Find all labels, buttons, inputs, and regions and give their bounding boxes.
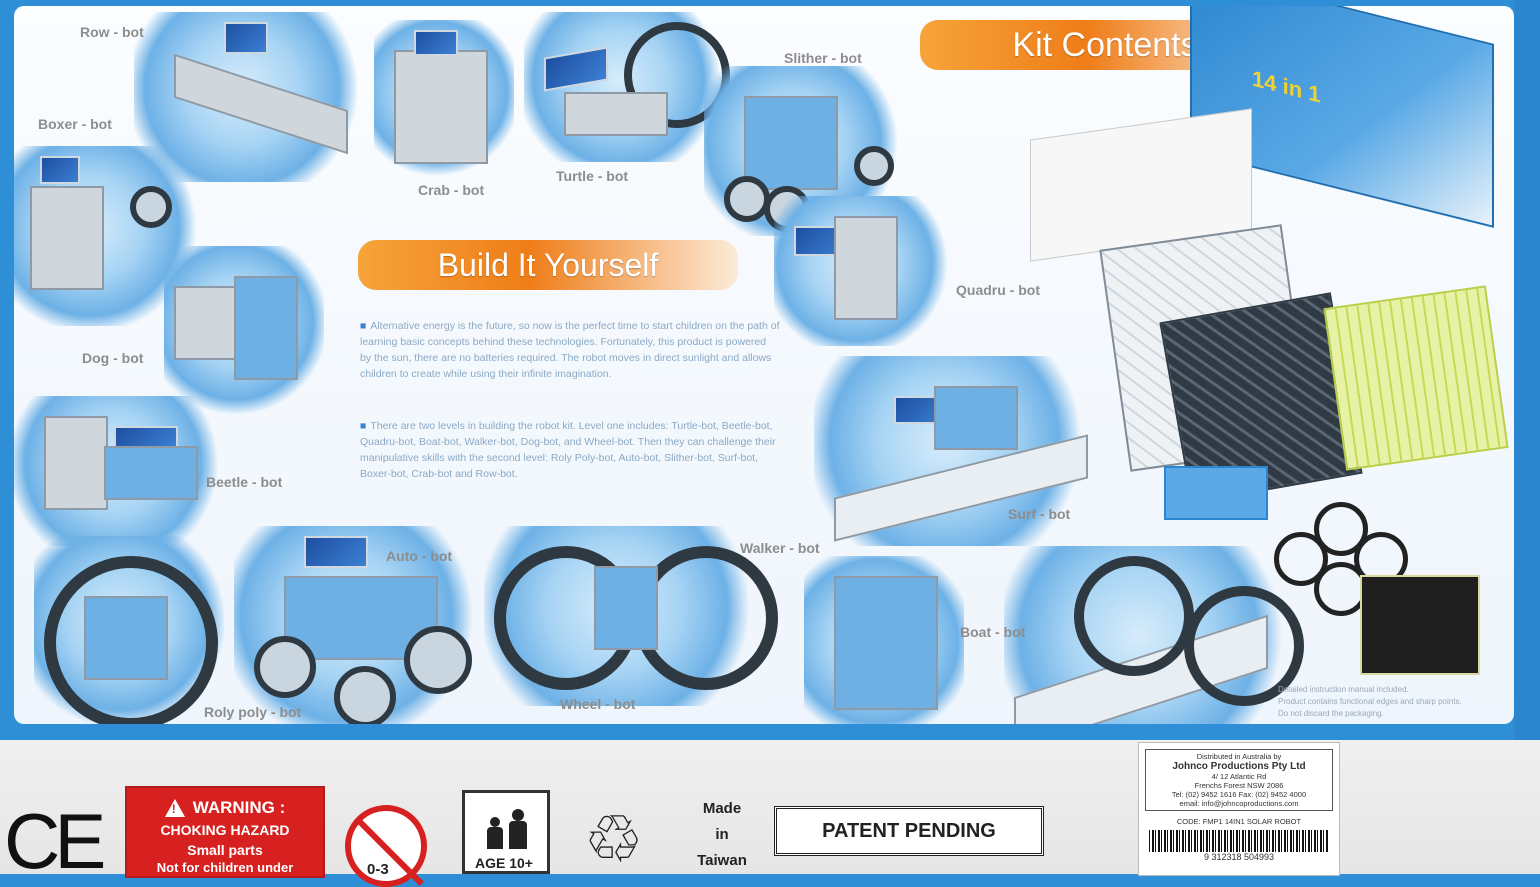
auto-bot-image: [234, 526, 484, 724]
made-in-taiwan: Made in Taiwan: [697, 800, 747, 869]
bot-label-dog: Dog - bot: [82, 350, 144, 366]
description-paragraph-1: ■Alternative energy is the future, so no…: [360, 320, 780, 380]
slither-bot-image: [704, 66, 904, 236]
choking-hazard-warning: WARNING : CHOKING HAZARD Small parts Not…: [125, 786, 325, 878]
fine-print: Detailed instruction manual included. Pr…: [1278, 685, 1462, 718]
bot-label-quadru: Quadru - bot: [956, 282, 1040, 298]
parts-sprue-green: [1323, 285, 1509, 471]
quadru-bot-image: [774, 196, 954, 346]
description-paragraph-2: ■There are two levels in building the ro…: [360, 420, 776, 480]
bot-label-walker: Walker - bot: [740, 540, 820, 556]
bot-label-crab: Crab - bot: [418, 182, 485, 198]
not-for-ages-0-3-icon: 0-3: [345, 805, 427, 887]
bullet-icon: ■: [360, 320, 367, 332]
warning-triangle-icon: [164, 799, 185, 817]
beetle-bot-image: [14, 396, 234, 546]
barcode: [1149, 830, 1329, 852]
crab-bot-image: [374, 20, 514, 180]
walker-bot-image: [804, 556, 964, 724]
bullet-icon: ■: [360, 420, 367, 432]
bot-label-beetle: Beetle - bot: [206, 474, 283, 490]
bot-label-wheel: Wheel - bot: [560, 696, 636, 712]
bot-label-auto: Auto - bot: [386, 548, 453, 564]
solar-panel-image: [1164, 466, 1268, 520]
recycle-icon: ♲: [584, 802, 644, 876]
circuit-board-image: [1360, 575, 1480, 675]
boat-bot-image: [1004, 546, 1304, 724]
turtle-bot-image: [524, 12, 734, 162]
build-it-yourself-heading: Build It Yourself: [358, 240, 738, 290]
tire-ring-icon: [1314, 502, 1368, 556]
age-10-plus-icon: AGE 10+: [462, 790, 550, 874]
tire-ring-icon: [1274, 532, 1328, 586]
blue-box-edge: [1514, 0, 1540, 874]
main-panel: Row - bot Boxer - bot Crab - bot Turtle …: [14, 6, 1514, 724]
bot-label-turtle: Turtle - bot: [556, 168, 629, 184]
bot-label-row: Row - bot: [80, 24, 144, 40]
box-art-title: 14 in 1: [1252, 65, 1321, 108]
patent-pending-label: PATENT PENDING: [774, 806, 1044, 856]
bot-label-slither: Slither - bot: [784, 50, 862, 66]
distributor-label: Distributed in Australia by Johnco Produ…: [1138, 742, 1340, 876]
bot-label-boxer: Boxer - bot: [38, 116, 112, 132]
bot-label-roly-poly: Roly poly - bot: [204, 704, 302, 720]
ce-mark: CE: [4, 797, 106, 885]
dog-bot-image: [164, 246, 324, 416]
surf-bot-image: [814, 356, 1104, 546]
roly-poly-bot-image: [34, 536, 224, 724]
bot-label-surf: Surf - bot: [1008, 506, 1071, 522]
wheel-bot-image: [484, 526, 778, 706]
bot-label-boat: Boat - bot: [960, 624, 1026, 640]
